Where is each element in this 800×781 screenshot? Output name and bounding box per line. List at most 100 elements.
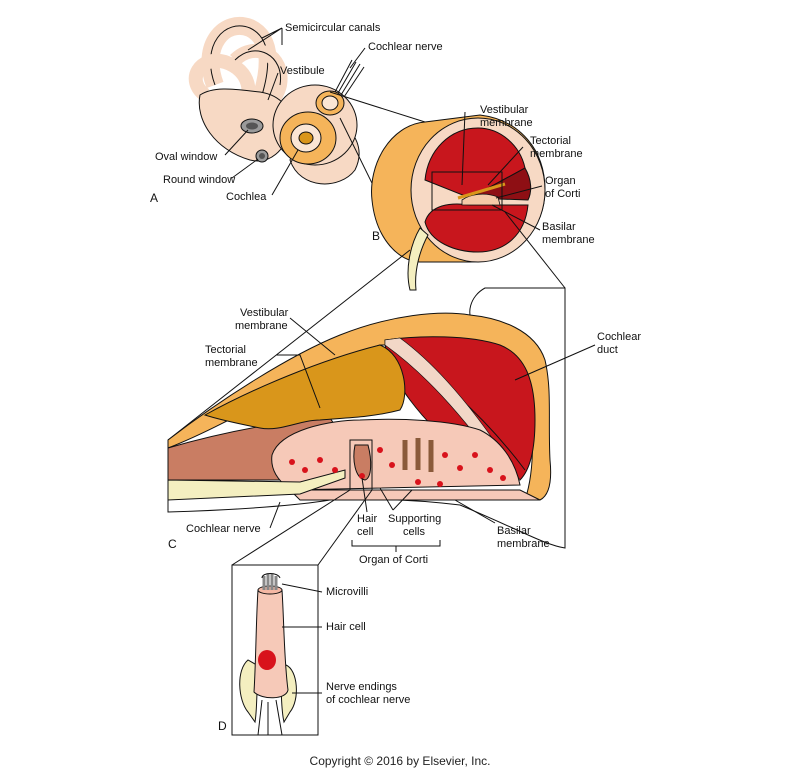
label-d-nerve-endings: Nerve endings of cochlear nerve [326, 681, 410, 706]
label-round-window: Round window [163, 174, 235, 186]
hair-cell-body [253, 589, 289, 699]
leader-c-vestibular-membrane [289, 317, 336, 356]
label-b-tectorial-membrane-line1: Tectorial [530, 135, 571, 147]
leader-oval-window [224, 129, 249, 156]
cell-nuclei-c [289, 447, 506, 487]
panel-c-organ-of-corti: Vestibular membrane Tectorial membrane C… [167, 287, 644, 566]
label-d-microvilli: Microvilli [326, 586, 368, 598]
nucleus [442, 452, 448, 458]
label-c-supporting-cells-line1: Supporting [388, 513, 441, 525]
label-b-organ-of-corti-line1: Organ [545, 175, 576, 187]
label-c-organ-of-corti: Organ of Corti [359, 554, 428, 566]
nucleus [359, 473, 365, 479]
organ-of-corti-b [461, 193, 501, 206]
outer-hair-cells [402, 438, 434, 472]
label-semicircular-canals: Semicircular canals [285, 22, 381, 34]
panel-a-inner-ear: Semicircular canals Cochlear nerve Vesti… [150, 17, 443, 231]
leader-b-basilar-membrane [491, 204, 541, 231]
panel-d-hair-cell: Microvilli Hair cell Nerve endings of co… [218, 564, 410, 736]
leader-c-cochlear-nerve [269, 501, 281, 529]
leader-b-tectorial-membrane [487, 146, 524, 186]
label-c-cochlear-duct: Cochlear duct [597, 331, 644, 356]
label-b-tectorial-membrane: Tectorial membrane [530, 135, 583, 160]
panel-b-cochlea-cross-section: Vestibular membrane Tectorial membrane O… [167, 104, 595, 441]
label-c-basilar-membrane-line1: Basilar [497, 525, 531, 537]
label-oval-window: Oval window [155, 151, 217, 163]
label-vestibule: Vestibule [280, 65, 325, 77]
nucleus [487, 467, 493, 473]
leader-b-vestibular-membrane [461, 111, 466, 186]
panel-label-a: A [150, 191, 158, 205]
panel-label-c: C [168, 537, 177, 551]
label-c-tectorial-membrane-line2: membrane [205, 357, 258, 369]
label-cochlear-nerve-a: Cochlear nerve [368, 41, 443, 53]
zoom-line-bc-right [504, 211, 566, 289]
label-d-nerve-endings-line2: of cochlear nerve [326, 694, 410, 706]
label-c-tectorial-membrane-line1: Tectorial [205, 344, 246, 356]
nucleus [377, 447, 383, 453]
scala-tympani [424, 203, 529, 253]
panel-label-b: B [372, 229, 380, 243]
label-d-hair-cell: Hair cell [326, 621, 366, 633]
basilar-membrane-c [288, 489, 541, 501]
nucleus [302, 467, 308, 473]
leader-vestibule [267, 72, 279, 101]
label-c-cochlear-duct-line2: duct [597, 344, 618, 356]
inner-hair-cell [353, 444, 372, 481]
label-cochlea: Cochlea [226, 191, 267, 203]
cochlear-nerve-c [167, 469, 346, 501]
tectorial-membrane-b [457, 182, 506, 200]
hair-cell-nucleus [258, 650, 276, 670]
leader-cochlear-nerve-a [349, 47, 366, 69]
nucleus [500, 475, 506, 481]
label-c-supporting-cells-line2: cells [403, 526, 426, 538]
label-c-basilar-membrane: Basilar membrane [497, 525, 550, 550]
zoom-line-cd-left [231, 489, 351, 566]
label-b-vestibular-membrane-line1: Vestibular [480, 104, 529, 116]
leader-semicircular-canals [247, 27, 283, 51]
nucleus [317, 457, 323, 463]
leader-c-cochlear-duct [514, 344, 596, 381]
nucleus [415, 479, 421, 485]
nerve-fibers-d [257, 699, 283, 736]
label-b-organ-of-corti-line2: of Corti [545, 188, 580, 200]
cochlear-nerve-b [407, 227, 429, 291]
zoom-line-bc-left [167, 249, 411, 441]
label-b-basilar-membrane: Basilar membrane [542, 221, 595, 246]
nucleus [472, 452, 478, 458]
nerve-fiber [343, 66, 365, 98]
nerve-fiber [340, 63, 361, 96]
nerve-fiber [337, 61, 357, 94]
leader-c-hair-cell [361, 477, 368, 513]
scala-vestibuli [424, 127, 526, 199]
panel-label-d: D [218, 719, 227, 733]
cochlea-center [298, 131, 314, 145]
nucleus [332, 467, 338, 473]
semicircular-canal-3-outline [234, 50, 281, 86]
label-b-vestibular-membrane-line2: membrane [480, 117, 533, 129]
nucleus [437, 481, 443, 487]
nerve-fiber [334, 59, 353, 93]
bracket-organ-of-corti [351, 540, 441, 552]
label-c-vestibular-membrane-line2: membrane [235, 320, 288, 332]
leader-cochlea [271, 149, 299, 196]
label-c-basilar-membrane-line2: membrane [497, 538, 550, 550]
label-b-tectorial-membrane-line2: membrane [530, 148, 583, 160]
label-c-vestibular-membrane: Vestibular membrane [235, 307, 291, 332]
round-window-inner [259, 153, 265, 159]
leader-round-window [231, 158, 259, 179]
leader-c-basilar-membrane [454, 499, 496, 524]
label-c-hair-cell-line2: cell [357, 526, 374, 538]
label-c-hair-cell-line1: Hair [357, 513, 378, 525]
cochlea-cut-inner [321, 95, 339, 111]
leader-c-tectorial-membrane [276, 354, 321, 409]
hair-cell-top [257, 585, 283, 595]
label-c-hair-cell: Hair cell [357, 513, 380, 538]
label-c-cochlear-duct-line1: Cochlear [597, 331, 641, 343]
label-d-nerve-endings-line1: Nerve endings [326, 681, 397, 693]
label-b-basilar-membrane-line2: membrane [542, 234, 595, 246]
oval-window-inner [246, 122, 258, 130]
zoom-box-c [349, 439, 373, 491]
label-c-cochlear-nerve: Cochlear nerve [186, 523, 261, 535]
